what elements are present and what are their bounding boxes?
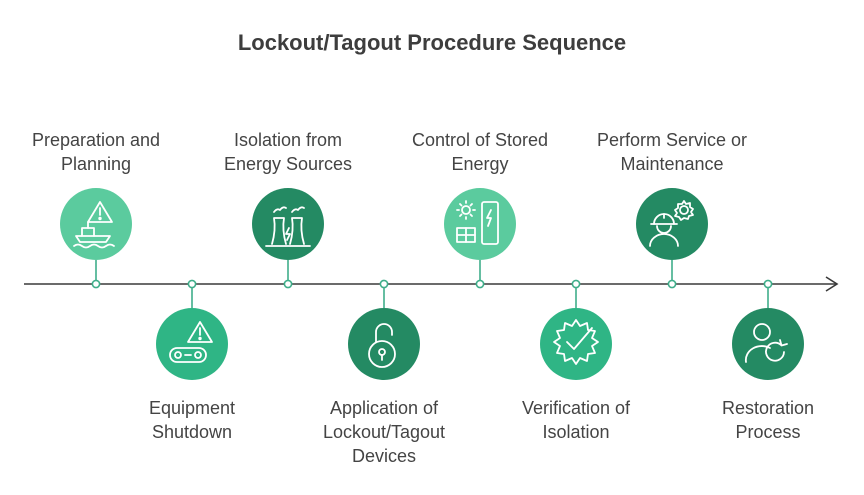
- timeline-dot: [763, 279, 773, 289]
- timeline-dot: [571, 279, 581, 289]
- warning-boat-icon: [73, 201, 115, 249]
- step-circle-verification-of-isolation: [540, 308, 612, 380]
- timeline-dot: [667, 279, 677, 289]
- step-circle-application-of-lockout-tagout-devices: [348, 308, 420, 380]
- step-circle-equipment-shutdown: [156, 308, 228, 380]
- timeline-dot: [475, 279, 485, 289]
- step-circle-isolation-from-energy-sources: [252, 188, 324, 260]
- timeline-arrowhead: [825, 276, 839, 292]
- solar-battery-icon: [456, 200, 499, 245]
- step-circle-restoration-process: [732, 308, 804, 380]
- timeline-dot: [187, 279, 197, 289]
- worker-gear-icon: [649, 200, 694, 247]
- power-plant-icon: [265, 206, 311, 247]
- step-label-restoration-process: Restoration Process: [721, 398, 815, 442]
- step-label-application-of-lockout-tagout-devices: Application of Lockout/Tagout Devices: [322, 398, 446, 466]
- timeline-dot: [379, 279, 389, 289]
- step-label-verification-of-isolation: Verification of Isolation: [521, 398, 631, 442]
- user-refresh-icon: [744, 323, 788, 363]
- step-label-isolation-from-energy-sources: Isolation from Energy Sources: [223, 130, 353, 174]
- diagram-title: Lockout/Tagout Procedure Sequence: [237, 30, 627, 55]
- step-circle-preparation-and-planning: [60, 188, 132, 260]
- gear-check-icon: [553, 319, 599, 365]
- timeline-dot: [283, 279, 293, 289]
- step-circle-control-of-stored-energy: [444, 188, 516, 260]
- timeline-dots: [91, 279, 773, 289]
- step-label-control-of-stored-energy: Control of Stored Energy: [411, 130, 549, 174]
- step-label-equipment-shutdown: Equipment Shutdown: [148, 398, 236, 442]
- timeline-dot: [91, 279, 101, 289]
- warning-conveyor-icon: [169, 321, 213, 363]
- step-label-perform-service-or-maintenance: Perform Service or Maintenance: [596, 130, 748, 174]
- padlock-open-icon: [368, 323, 396, 368]
- step-label-preparation-and-planning: Preparation and Planning: [31, 130, 161, 174]
- step-circle-perform-service-or-maintenance: [636, 188, 708, 260]
